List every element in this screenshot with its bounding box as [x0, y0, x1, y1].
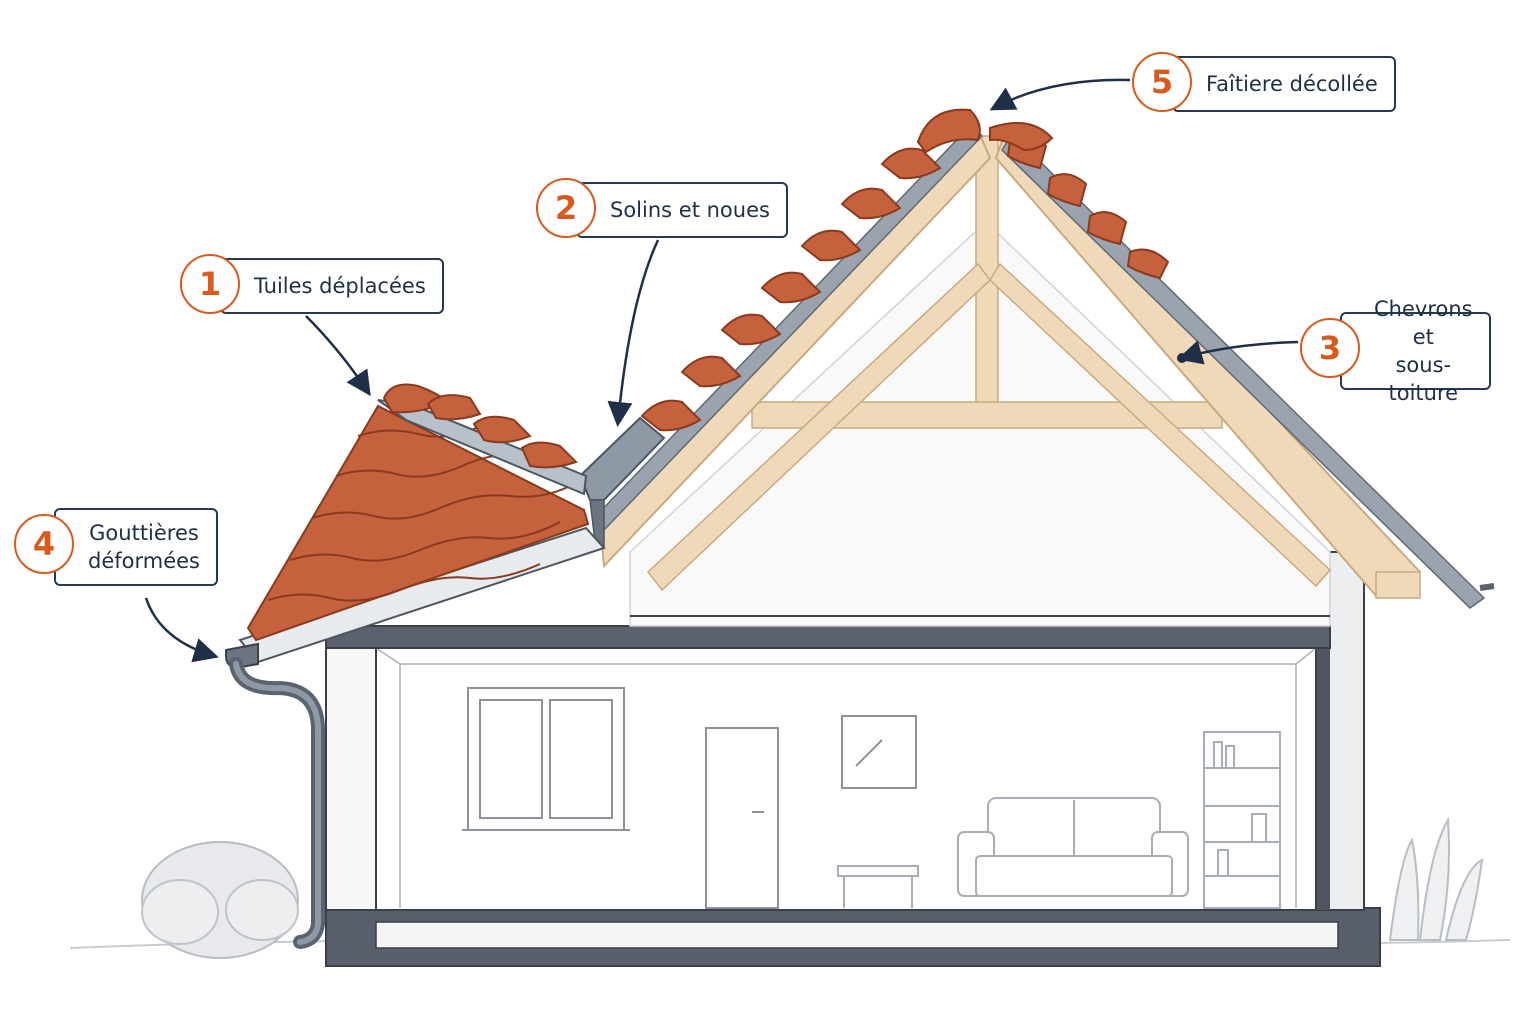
window: [462, 687, 630, 831]
main-roof-tiles: [640, 147, 942, 432]
wall-picture: [841, 715, 917, 789]
arrow-3: [1177, 340, 1299, 365]
callout-3-line1: Chevrons et: [1374, 297, 1473, 349]
arrow-1: [305, 315, 371, 397]
shrub-left: [141, 841, 299, 959]
ridge-cap: [916, 108, 1054, 154]
shrub-right: [1388, 816, 1484, 941]
coffee-table: [837, 865, 919, 908]
arrow-5: [989, 78, 1131, 111]
left-wall: [325, 639, 377, 911]
sofa: [957, 797, 1189, 897]
callout-2-number: 2: [536, 178, 596, 238]
callout-3-line2: sous-toiture: [1388, 353, 1459, 405]
arrow-4: [144, 597, 219, 663]
callout-4-line1: Gouttières: [89, 521, 199, 545]
callout-5-label: Faîtiere décollée: [1172, 56, 1396, 112]
door: [705, 727, 779, 909]
callout-3-label: Chevrons et sous-toiture: [1340, 297, 1491, 405]
lower-roof-tiles: [246, 404, 590, 642]
callout-4-label: Gouttières déformées: [54, 508, 218, 586]
valley-flashing: [578, 416, 666, 501]
roof-truss: [646, 135, 1332, 592]
callout-1-number: 1: [180, 254, 240, 314]
displaced-tiles: [382, 383, 578, 469]
callout-4-number: 4: [14, 514, 74, 574]
arrow-2: [607, 239, 660, 427]
callout-3-number: 3: [1300, 318, 1360, 378]
bookshelf: [1203, 731, 1281, 909]
callout-5-number: 5: [1132, 52, 1192, 112]
ceiling-beam: [325, 625, 1331, 649]
callout-2-label: Solins et noues: [576, 182, 788, 238]
callout-1-label: Tuiles déplacées: [220, 258, 444, 314]
callout-4-line2: déformées: [88, 549, 200, 573]
